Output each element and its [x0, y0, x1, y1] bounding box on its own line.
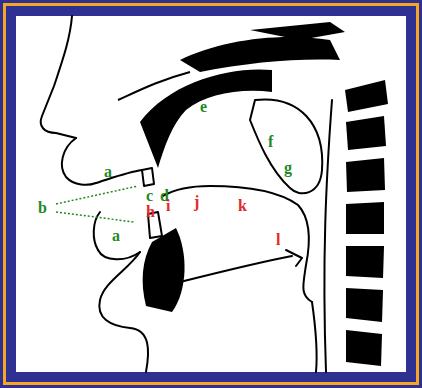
part-letter: g	[284, 160, 292, 176]
upper-lip-inner	[96, 170, 142, 183]
part-letter: k	[238, 198, 247, 214]
part-letter: b	[38, 200, 47, 216]
part-letter: h	[146, 204, 155, 220]
nose-profile	[41, 16, 76, 138]
upper-lip	[62, 138, 96, 185]
vertebra	[346, 202, 384, 234]
part-letter: e	[200, 99, 207, 115]
part-letter: l	[276, 232, 280, 248]
image-panel	[16, 16, 406, 372]
leader-line	[56, 186, 138, 204]
nasal-cavity	[180, 37, 340, 72]
chin-neck	[99, 252, 148, 372]
upper-tooth	[142, 168, 154, 186]
vertebra	[346, 330, 382, 366]
vertebra	[346, 246, 384, 278]
part-letter: a	[112, 228, 120, 244]
part-letter: i	[166, 198, 170, 214]
spine	[345, 80, 388, 366]
hyoid	[286, 250, 302, 266]
leader-line	[56, 212, 134, 222]
velum	[250, 99, 322, 193]
nasal-turbinate	[250, 22, 345, 40]
larynx-front	[312, 302, 317, 372]
nasal-floor	[118, 72, 190, 100]
tongue	[163, 186, 312, 302]
mandible	[143, 228, 185, 312]
frame-border	[5, 5, 418, 384]
pharynx-wall	[324, 100, 332, 372]
hard-palate	[140, 69, 272, 168]
vertebra	[345, 80, 388, 112]
part-letter: j	[194, 194, 199, 210]
vertebra	[346, 288, 383, 322]
part-letter: f	[268, 134, 273, 150]
part-letter: a	[104, 164, 112, 180]
lower-lip	[98, 250, 140, 259]
mouth-floor	[180, 256, 292, 282]
vertebra	[346, 116, 386, 150]
part-letter: c	[146, 188, 153, 204]
vertebra	[346, 158, 385, 192]
